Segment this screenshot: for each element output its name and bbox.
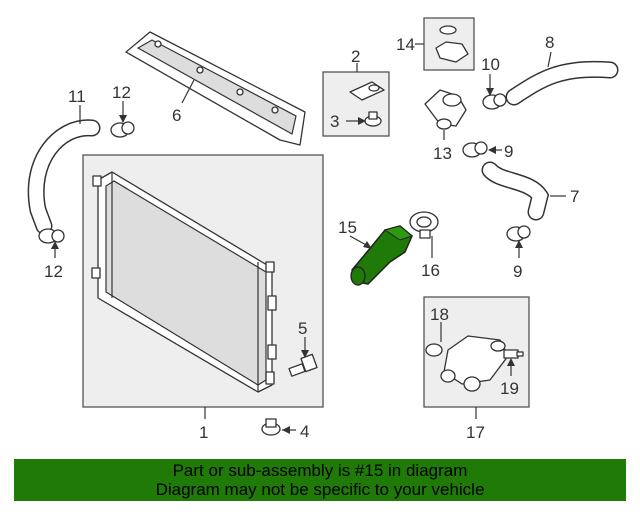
water-outlet-housing <box>424 89 467 130</box>
callout-9-lower: 9 <box>513 262 522 281</box>
reservoir-cap <box>349 81 385 101</box>
callout-18: 18 <box>430 305 449 324</box>
callout-3: 3 <box>330 112 339 131</box>
callout-1: 1 <box>199 423 208 442</box>
water-outlet-assembly <box>425 335 509 392</box>
banner-line-2: Diagram may not be specific to your vehi… <box>155 480 485 499</box>
callout-7: 7 <box>570 187 579 206</box>
callout-5: 5 <box>298 319 307 338</box>
upper-radiator-panel <box>125 31 306 146</box>
leader-6 <box>181 79 195 104</box>
radiator-mount <box>261 418 281 436</box>
parts-diagram: 1 5 4 6 11 12 12 <box>27 17 619 442</box>
gasket <box>435 25 469 63</box>
hose-clamp-9-upper <box>462 141 488 158</box>
callout-19: 19 <box>500 379 519 398</box>
hose-clamp-upper <box>110 121 135 138</box>
callout-11: 11 <box>68 87 86 106</box>
hose-clamp-lower <box>38 228 65 244</box>
callout-15: 15 <box>338 218 357 237</box>
callout-6: 6 <box>172 106 181 125</box>
drain-plug <box>288 353 318 377</box>
callout-4: 4 <box>300 422 309 441</box>
water-inlet-pipe-highlighted <box>350 225 414 286</box>
callout-12-upper: 12 <box>112 83 131 102</box>
leader-8 <box>547 51 552 68</box>
callout-16: 16 <box>421 261 440 280</box>
callout-17: 17 <box>466 423 485 442</box>
callout-2: 2 <box>351 47 360 66</box>
banner-line-1: Part or sub-assembly is #15 in diagram <box>172 461 468 480</box>
callout-14: 14 <box>396 35 415 54</box>
thermostat <box>409 211 439 239</box>
callout-8: 8 <box>545 33 554 52</box>
hose-clamp-9-lower <box>506 225 531 242</box>
hose-clamp-10 <box>482 93 507 110</box>
bolt <box>364 111 382 127</box>
part-info-banner: Part or sub-assembly is #15 in diagram D… <box>14 459 626 501</box>
callout-9-upper: 9 <box>504 142 513 161</box>
radiator <box>91 171 277 393</box>
callout-13: 13 <box>433 144 452 163</box>
callout-12-lower: 12 <box>44 262 63 281</box>
callout-10: 10 <box>481 55 500 74</box>
